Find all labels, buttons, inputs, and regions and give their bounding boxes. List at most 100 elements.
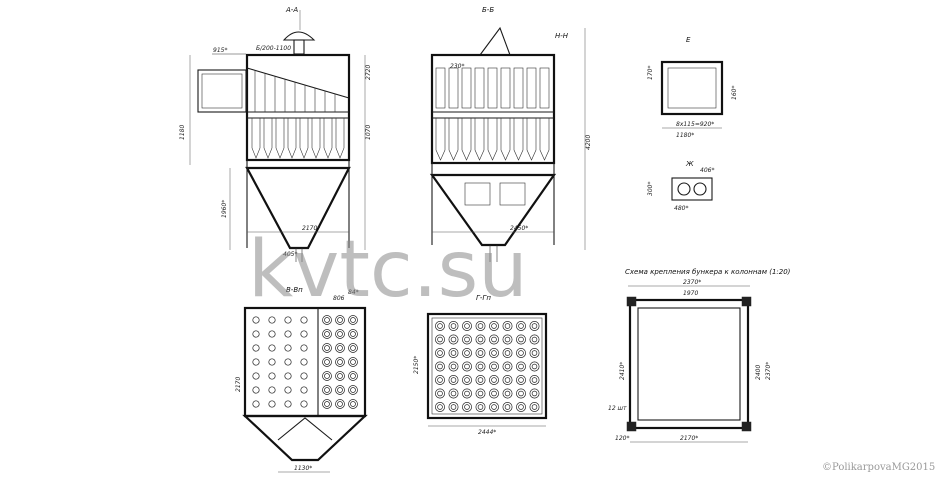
hatch-left [464,182,491,206]
view-section-v-v: В-Вп 1130* 2170 806 84* [235,286,368,473]
column-bottom-right [741,421,752,432]
plan-hole [252,344,260,352]
hopper-attachment-scheme: Схема крепления бункера к колоннам (1:20… [608,268,791,443]
plan-hole [284,372,292,380]
filter-bag [287,118,297,159]
section-label-e: Е [686,36,691,44]
plan-hole [284,386,292,394]
filter-bags-lower [251,118,345,159]
exhaust-pipe [293,39,305,55]
dim-a-bottom: 2170* [302,225,320,232]
plan-ring-inner [504,404,511,410]
hopper-frame-inner [637,307,741,421]
filter-bag-lower [526,118,537,161]
plan-ring-inner [450,323,457,329]
plan-hole [284,344,292,352]
plan-ring-inner [491,336,497,343]
view-e: Е 1180* 8x115=920* 160* 170* [647,36,738,139]
top-vent [479,26,511,56]
plan-cell-inner [350,345,356,351]
filter-body [245,53,351,162]
section-label-b-b: Б-Б [482,6,494,14]
filter-bag-lower [435,118,446,161]
plan-ring-inner [450,390,457,397]
plan-cell-inner [350,401,356,407]
plan-ring-inner [464,336,470,343]
plan-ring-inner [531,363,538,370]
plan-cell-inner [324,373,330,379]
section-label-g-g: Г-Гп [476,294,491,302]
dim-e-inner: 8x115=920* [676,121,714,128]
section-label-v-v: В-Вп [286,286,303,294]
plan-hole [284,400,292,408]
view-section-a-a: А-А 915* Б/200-1100 1180 1960* 2170* [179,6,372,262]
dim-a-left-top: 915* [213,47,227,54]
filter-bag-lower [487,118,498,161]
dim-b-right: 4200 [585,135,592,150]
plan-ring-inner [437,390,443,397]
plan-hole [268,358,276,366]
plan-hole [268,386,276,394]
plan-cell-inner [350,387,356,393]
filter-bag-lower [448,118,459,161]
plan-ring-inner [504,336,511,343]
dim-a-left-h: 1180 [179,125,186,140]
plate-zh [671,177,713,201]
plan-cell-inner [350,331,356,337]
dim-s-bottom: 2170* [680,435,698,442]
plan-cell-inner [337,345,343,351]
inlet-duct [197,69,247,113]
column-bottom-left [626,421,637,432]
flange-e-outer [660,60,724,116]
dim-d-bottom: 2444* [478,429,496,436]
dim-e-left: 170* [647,66,654,80]
plan-ring-inner [504,390,511,397]
plan-ring-inner [491,363,497,370]
plan-ring-inner [531,404,538,410]
plan-cell-inner [324,345,330,351]
plan-ring-inner [450,363,457,370]
dim-a-right: 1070 [365,125,372,140]
plan-hole [252,358,260,366]
filter-bag-lower [513,118,524,161]
plan-ring-inner [518,404,524,410]
dim-zh-b: 480* [674,205,688,212]
plan-ring-inner [504,363,511,370]
hole-zh-2 [693,182,707,196]
plan-ring-inner [464,363,470,370]
hole-zh-1 [677,182,691,196]
filter-bag-upper [539,67,550,109]
plan-holes-g [435,321,540,412]
plan-ring-inner [477,377,484,383]
plan-ring-inner [518,390,524,397]
plan-hole [284,330,292,338]
plan-body-g [426,312,548,420]
filter-bag [251,118,261,159]
dim-s-left: 2410* [619,362,626,380]
copyright: ©PolikarpovaMG2015 [822,462,935,473]
hatch-right [499,182,526,206]
plan-ring-inner [477,350,484,356]
plan-ring-inner [477,336,484,343]
plan-cell-inner [324,317,330,323]
inlet-baffle [246,67,350,99]
view-section-g-g: Г-Гп 2444* 2150* [413,294,548,436]
plan-cell-inner [324,331,330,337]
plan-ring-inner [491,377,497,383]
plan-hole [284,316,292,324]
plan-ring-inner [504,323,511,329]
view-zh: Ж 406* 480* 300* [647,160,714,212]
filter-bags-upper [254,70,336,112]
plan-hole [252,386,260,394]
dim-s-corner: 120* [615,435,629,442]
filter-bag [263,118,273,159]
plan-hole [300,344,308,352]
plan-hopper [242,414,368,462]
filter-bag-upper [526,67,537,109]
plan-cell-inner [337,401,343,407]
plan-hole [300,372,308,380]
filter-bags-side [435,67,550,161]
plan-ring-inner [437,336,443,343]
plan-ring-inner [531,390,538,397]
